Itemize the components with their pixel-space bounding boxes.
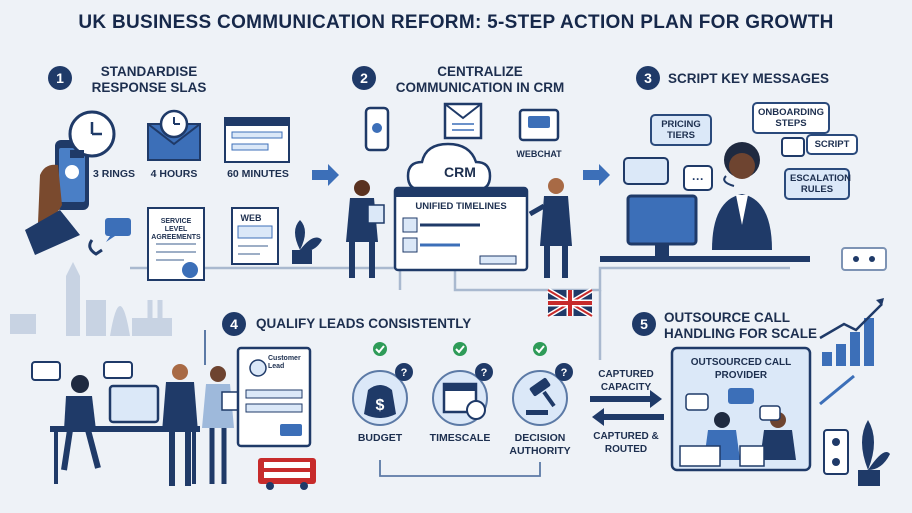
escalation-rules-bubble: ESCALATION RULES — [784, 168, 851, 200]
step-2-title-line2: COMMUNICATION IN CRM — [395, 80, 565, 95]
timescale-criterion-icon: ? — [432, 363, 493, 426]
flow-connector-2 — [453, 266, 790, 292]
svg-text:?: ? — [561, 367, 568, 379]
person-woman-tablet-illustration — [346, 180, 385, 278]
step-2-number: 2 — [352, 66, 376, 90]
web-document-label: WEB — [240, 213, 262, 223]
check-icon-budget — [373, 342, 387, 356]
wall-socket-illustration — [823, 429, 849, 475]
arrow-captured-capacity — [590, 390, 662, 408]
plant-step5-illustration — [858, 420, 890, 486]
uk-flag-icon — [546, 287, 594, 319]
step-1-title-line2: RESPONSE SLAs — [91, 80, 207, 95]
arrow-captured-routed — [592, 408, 664, 426]
step-2-title: CENTRALIZE COMMUNICATION IN CRM — [380, 64, 580, 96]
chat-bubble-dots-illustration: ··· — [623, 137, 805, 191]
crm-label: CRM — [444, 164, 476, 180]
step-1-title-line1: STANDARDISE — [100, 64, 198, 79]
web-document-illustration — [231, 207, 279, 265]
step-2-title-line1: CENTRALIZE — [437, 64, 523, 79]
step-3-title: SCRIPT KEY MESSAGES — [668, 71, 830, 86]
step-4-number: 4 — [222, 312, 246, 336]
person-seated-woman-illustration — [61, 375, 101, 471]
step-1-title: STANDARDISE RESPONSE SLAs — [84, 64, 214, 96]
email-envelope-illustration — [443, 102, 483, 140]
step-4-title: QUALIFY LEADS CONSISTENTLY — [256, 316, 472, 331]
sla-rings-label: 3 RINGS — [92, 168, 135, 180]
plant-illustration — [292, 220, 322, 264]
desk-monitor-illustration — [600, 194, 810, 262]
svg-text:?: ? — [401, 367, 408, 379]
check-icons — [373, 342, 547, 356]
unified-timelines-label: UNIFIED TIMELINES — [415, 201, 507, 212]
timescale-label: TIMESCALE — [429, 432, 491, 444]
step-5-title-line2: HANDLING FOR SCALE — [664, 326, 817, 341]
growth-bar-chart-icon — [819, 298, 884, 406]
outsourced-provider-label: OUTSOURCED CALL PROVIDER — [690, 357, 792, 381]
timeline-window-illustration — [393, 186, 529, 272]
captured-routed-label: CAPTURED & ROUTED — [593, 431, 659, 455]
sla-document-illustration — [147, 207, 205, 281]
decision-gavel-criterion-icon: ? — [512, 363, 573, 426]
chat-bubbles-step4-illustration — [31, 361, 133, 381]
power-socket-illustration — [841, 247, 887, 271]
office-desk-illustration — [50, 384, 200, 484]
check-icon-decision — [533, 342, 547, 356]
script-bubble: SCRIPT — [806, 134, 858, 155]
svg-text:$: $ — [376, 397, 385, 414]
agents-team-illustration — [679, 388, 796, 467]
captured-capacity-label: CAPTURED CAPACITY — [598, 369, 654, 393]
chat-bubble-illustration — [88, 218, 131, 256]
lead-form-illustration — [236, 346, 312, 448]
pricing-tiers-bubble: PRICING TIERS — [650, 114, 712, 146]
sla-document-label: SERVICE LEVEL AGREEMENTS — [151, 218, 201, 241]
onboarding-steps-bubble: ONBOARDING STEPS — [752, 102, 830, 134]
person-woman-clipboard-illustration — [202, 366, 239, 484]
budget-label: BUDGET — [357, 432, 403, 444]
customer-lead-label: Customer Lead — [268, 355, 301, 370]
agent-headset-illustration — [712, 142, 772, 250]
sla-hours-label: 4 HOURS — [150, 168, 198, 180]
webchat-label: WEBCHAT — [516, 149, 562, 159]
step-3-number: 3 — [636, 66, 660, 90]
envelope-clock-illustration — [147, 109, 201, 161]
decision-authority-label: DECISION AUTHORITY — [509, 432, 571, 457]
criteria-bracket — [379, 460, 541, 477]
london-bus-illustration — [258, 458, 316, 490]
sla-minutes-label: 60 MINUTES — [227, 168, 289, 180]
step-5-title: OUTSOURCE CALL HANDLING FOR SCALE — [664, 310, 834, 342]
page-title: UK BUSINESS COMMUNICATION REFORM: 5-STEP… — [78, 12, 834, 33]
budget-criterion-icon: $ ? — [352, 363, 413, 426]
browser-window-illustration — [224, 117, 290, 163]
arrow-step2-step3 — [583, 164, 610, 186]
person-standing-man-illustration — [162, 364, 198, 486]
person-man-pointing-illustration — [528, 178, 572, 278]
webchat-monitor-illustration — [518, 108, 560, 142]
london-skyline-illustration — [10, 262, 172, 336]
mobile-phone-illustration — [364, 106, 390, 152]
arrow-step1-step2 — [312, 164, 339, 186]
step-1-number: 1 — [48, 66, 72, 90]
clock-icon-illustration — [68, 110, 116, 158]
step-5-number: 5 — [632, 312, 656, 336]
crm-cloud-illustration — [406, 142, 492, 192]
svg-text:?: ? — [481, 367, 488, 379]
check-icon-timescale — [453, 342, 467, 356]
step-5-title-line1: OUTSOURCE CALL — [664, 310, 790, 325]
svg-text:···: ··· — [692, 172, 704, 186]
